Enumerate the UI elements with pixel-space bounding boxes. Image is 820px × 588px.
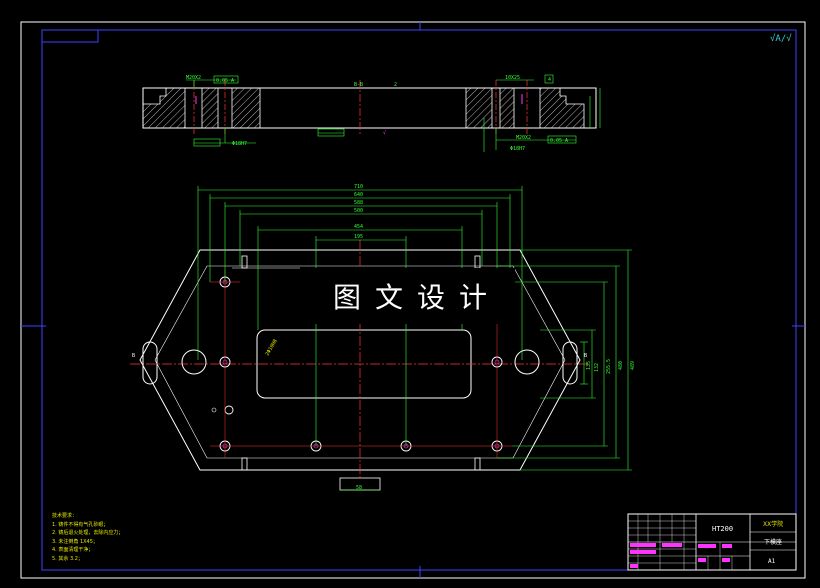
tolerance-frame-left-bottom — [193, 138, 221, 147]
datum-box-right — [544, 74, 554, 84]
note-item: 3. 未注倒角 1X45； — [52, 538, 98, 545]
section-tag-left: B — [132, 353, 135, 359]
dim-454: 454 — [354, 224, 363, 230]
dim-489: 489 — [630, 361, 636, 370]
pin-bottom-right — [474, 457, 481, 471]
note-item: 4. 表面清理干净； — [52, 547, 94, 554]
note-item: 1. 铸件不得有气孔砂眼； — [52, 521, 109, 528]
watermark: 图文设计 — [305, 268, 515, 324]
watermark-text: 图文设计 — [332, 281, 501, 314]
dim-255-5: 255.5 — [606, 359, 612, 374]
title-block: HT200 XX学院 下模座 A1 — [627, 513, 797, 571]
dim-left-bore: Φ18H7 — [232, 141, 247, 147]
dim-right-slot: 10X25 — [505, 75, 520, 81]
slot-label: 2Φ10H8 — [265, 338, 279, 357]
section-hatch-right-1 — [465, 87, 493, 129]
section-hatch-left-2 — [201, 87, 219, 129]
tolerance-frame-center — [317, 128, 345, 137]
dim-right-thread: M20X2 — [516, 135, 531, 141]
revision-grid-marks — [630, 543, 732, 568]
dim-480: 480 — [618, 361, 624, 370]
section-roughness-top: 2 — [394, 82, 397, 88]
pin-bottom-left — [241, 457, 248, 471]
section-roughness-bottom: √ — [383, 130, 386, 136]
notes-title: 技术要求： — [52, 513, 78, 519]
section-hatch-right-2 — [499, 87, 515, 129]
hole — [211, 407, 217, 413]
dim-right-tolerance: 0.05 A — [550, 138, 568, 144]
dim-640: 640 — [354, 192, 363, 198]
hole — [224, 405, 234, 415]
dim-right-bore: Φ18H7 — [510, 146, 525, 152]
part-name: 下模座 — [764, 538, 782, 546]
material: HT200 — [712, 525, 733, 533]
note-item: 2. 铸后退火处理，去除内应力； — [52, 530, 124, 537]
sheet-size: A1 — [768, 558, 776, 565]
note-item: 5. 其余 3.2； — [52, 555, 83, 562]
section-label: B-B — [354, 82, 363, 88]
revision-grid — [628, 514, 733, 570]
guide-hole-left — [181, 349, 207, 375]
inner-border — [41, 29, 797, 571]
technical-notes: 技术要求： 1. 铸件不得有气孔砂眼； 2. 铸后退火处理，去除内应力； 3. … — [52, 512, 172, 564]
school-name: XX学院 — [763, 520, 783, 528]
guide-hole-right — [514, 349, 540, 375]
dim-58: 58 — [356, 485, 362, 491]
roughness-corner-mark: √A/√ — [770, 33, 792, 44]
dim-left-tolerance: 0.05 A — [216, 78, 234, 84]
dim-left-thread: M20X2 — [186, 75, 201, 81]
section-hatch-left — [142, 87, 186, 129]
slot-right — [562, 341, 578, 385]
corner-tab — [41, 29, 99, 43]
section-view: M20X2 0.05 A Φ18H7 B-B 2 √ 10X25 4 M20X2… — [142, 74, 601, 152]
dim-195: 195 — [354, 234, 363, 240]
dim-135: 135 — [586, 361, 592, 370]
tolerance-frame-right — [547, 135, 577, 144]
section-tag-right: B — [584, 353, 587, 359]
dim-132: 132 — [594, 363, 600, 372]
plan-view: 710 640 588 500 454 195 135 132 255.5 48… — [130, 184, 636, 491]
section-hatch-left-3 — [231, 87, 261, 129]
dim-right-depth: 4 — [548, 77, 551, 83]
dim-710: 710 — [354, 184, 363, 190]
outer-frame — [20, 21, 806, 579]
dim-500: 500 — [354, 208, 363, 214]
dim-chain-right — [497, 249, 632, 471]
tolerance-frame-left — [213, 75, 239, 84]
slot-left — [142, 341, 158, 385]
section-hatch-right-3 — [539, 87, 585, 129]
dim-588: 588 — [354, 200, 363, 206]
